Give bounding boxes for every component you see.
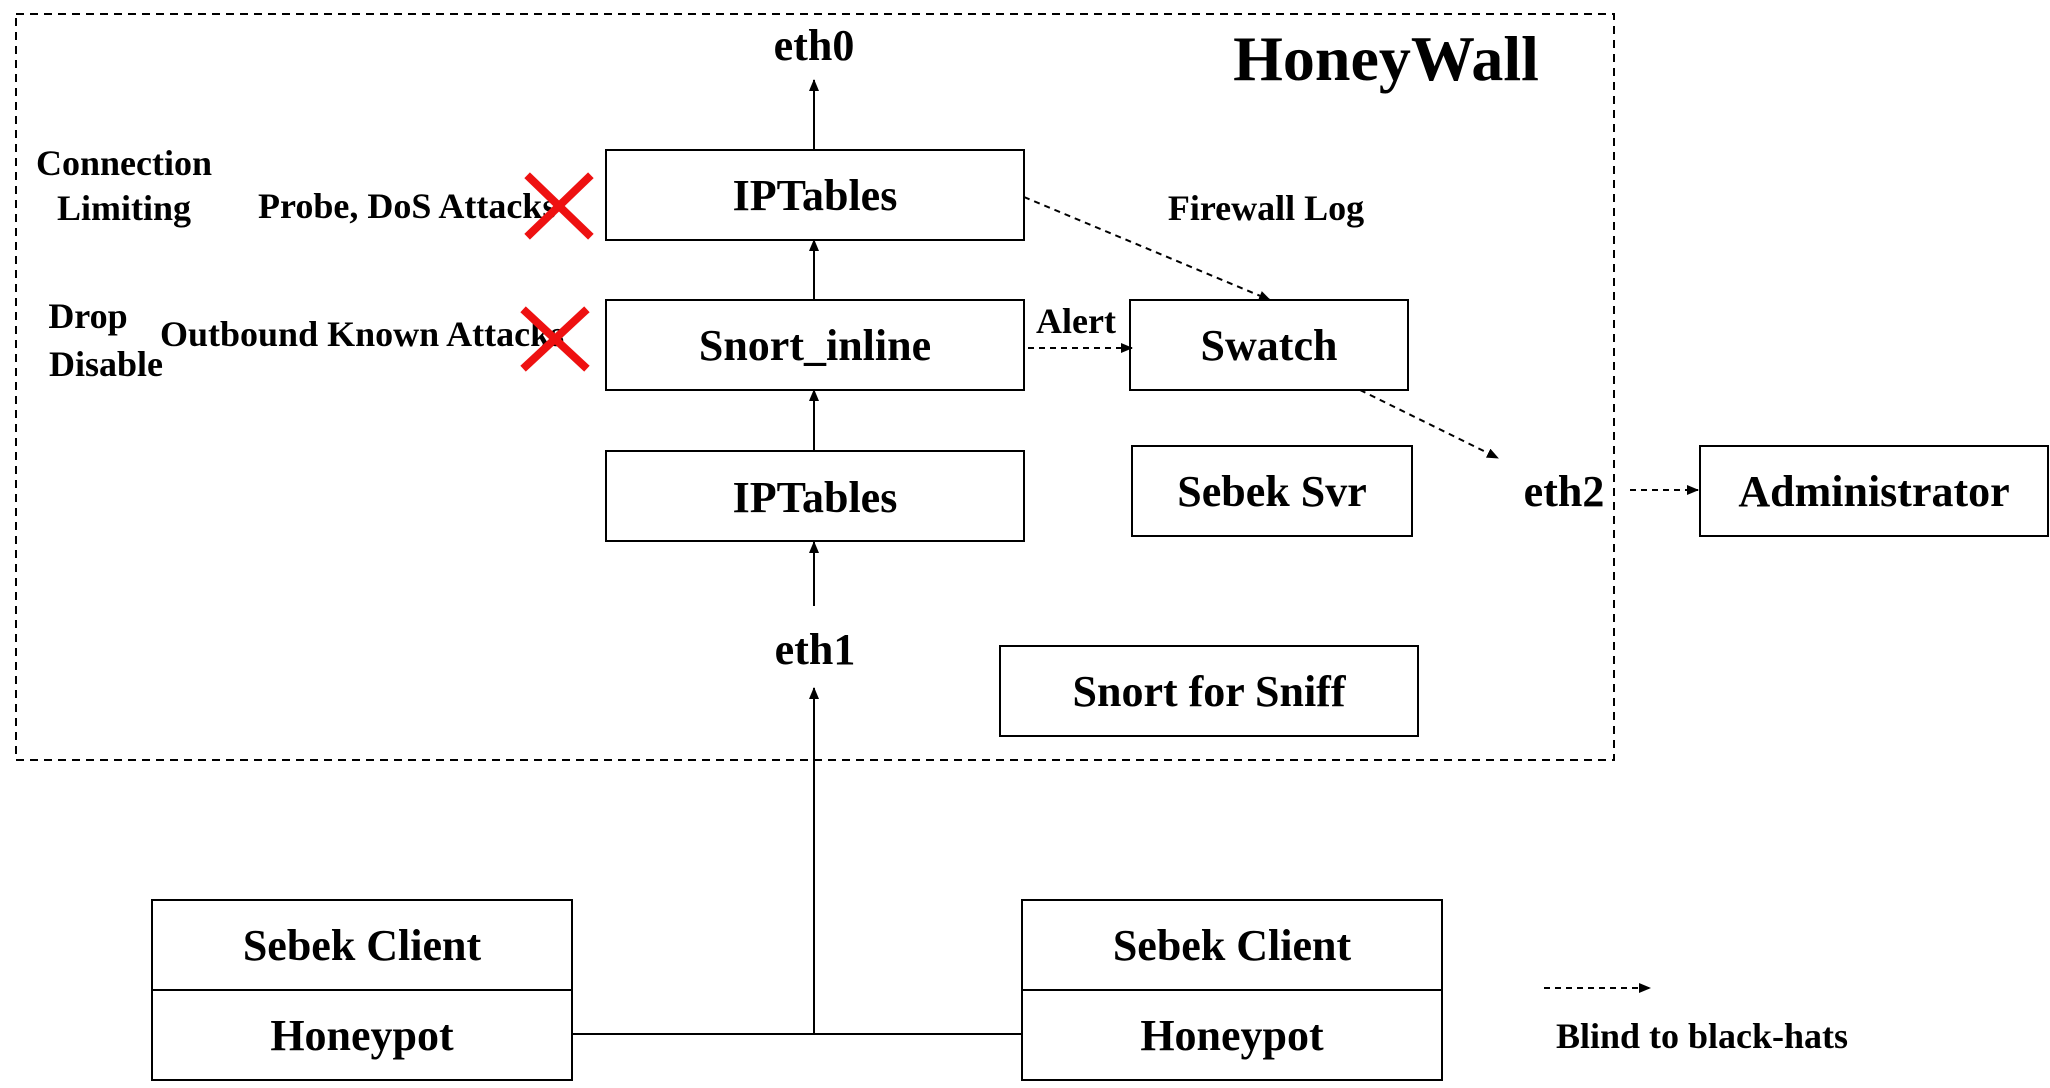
honeypot-left: Sebek Client Honeypot [151, 899, 573, 1081]
snort-inline-box: Snort_inline [605, 299, 1025, 391]
sebek-client-label: Sebek Client [243, 921, 482, 970]
snort-sniff-box: Snort for Sniff [999, 645, 1419, 737]
eth2-label: eth2 [1524, 467, 1605, 516]
alert-label: Alert [1036, 301, 1116, 341]
eth0-label: eth0 [774, 21, 855, 70]
svg-text:Sebek Svr: Sebek Svr [1177, 467, 1366, 516]
arrow-swatch-to-eth2 [1359, 389, 1499, 459]
eth1-label: eth1 [775, 625, 856, 674]
connection-label: Connection [36, 143, 212, 183]
svg-text:IPTables: IPTables [733, 171, 898, 220]
firewall-log-label: Firewall Log [1168, 188, 1364, 228]
svg-text:Snort for Sniff: Snort for Sniff [1073, 667, 1347, 716]
honeypot-right: Sebek Client Honeypot [1021, 899, 1443, 1081]
arrow-firewall-log [1023, 196, 1271, 301]
outbound-label: Outbound Known Attacks [160, 314, 564, 354]
disable-label: Disable [49, 344, 163, 384]
svg-text:IPTables: IPTables [733, 473, 898, 522]
iptables-bottom-box: IPTables [605, 450, 1025, 542]
probe-dos-label: Probe, DoS Attacks [258, 186, 556, 226]
sebek-client-label: Sebek Client [1113, 921, 1352, 970]
legend: Blind to black-hats [1544, 983, 1848, 1056]
svg-text:Snort_inline: Snort_inline [699, 321, 931, 370]
svg-text:Administrator: Administrator [1738, 467, 2009, 516]
sebek-svr-box: Sebek Svr [1131, 445, 1413, 537]
limiting-label: Limiting [57, 188, 191, 228]
honeypot-label: Honeypot [270, 1011, 454, 1060]
legend-label: Blind to black-hats [1556, 1016, 1848, 1056]
iptables-top-box: IPTables [605, 149, 1025, 241]
administrator-box: Administrator [1699, 445, 2049, 537]
blocked-x-icon-top [524, 172, 594, 240]
svg-text:Swatch: Swatch [1201, 321, 1338, 370]
honeypot-label: Honeypot [1140, 1011, 1324, 1060]
honeywall-title: HoneyWall [1233, 23, 1539, 94]
swatch-box: Swatch [1129, 299, 1409, 391]
drop-label: Drop [48, 296, 127, 336]
blocked-x-icon-middle [520, 306, 590, 372]
